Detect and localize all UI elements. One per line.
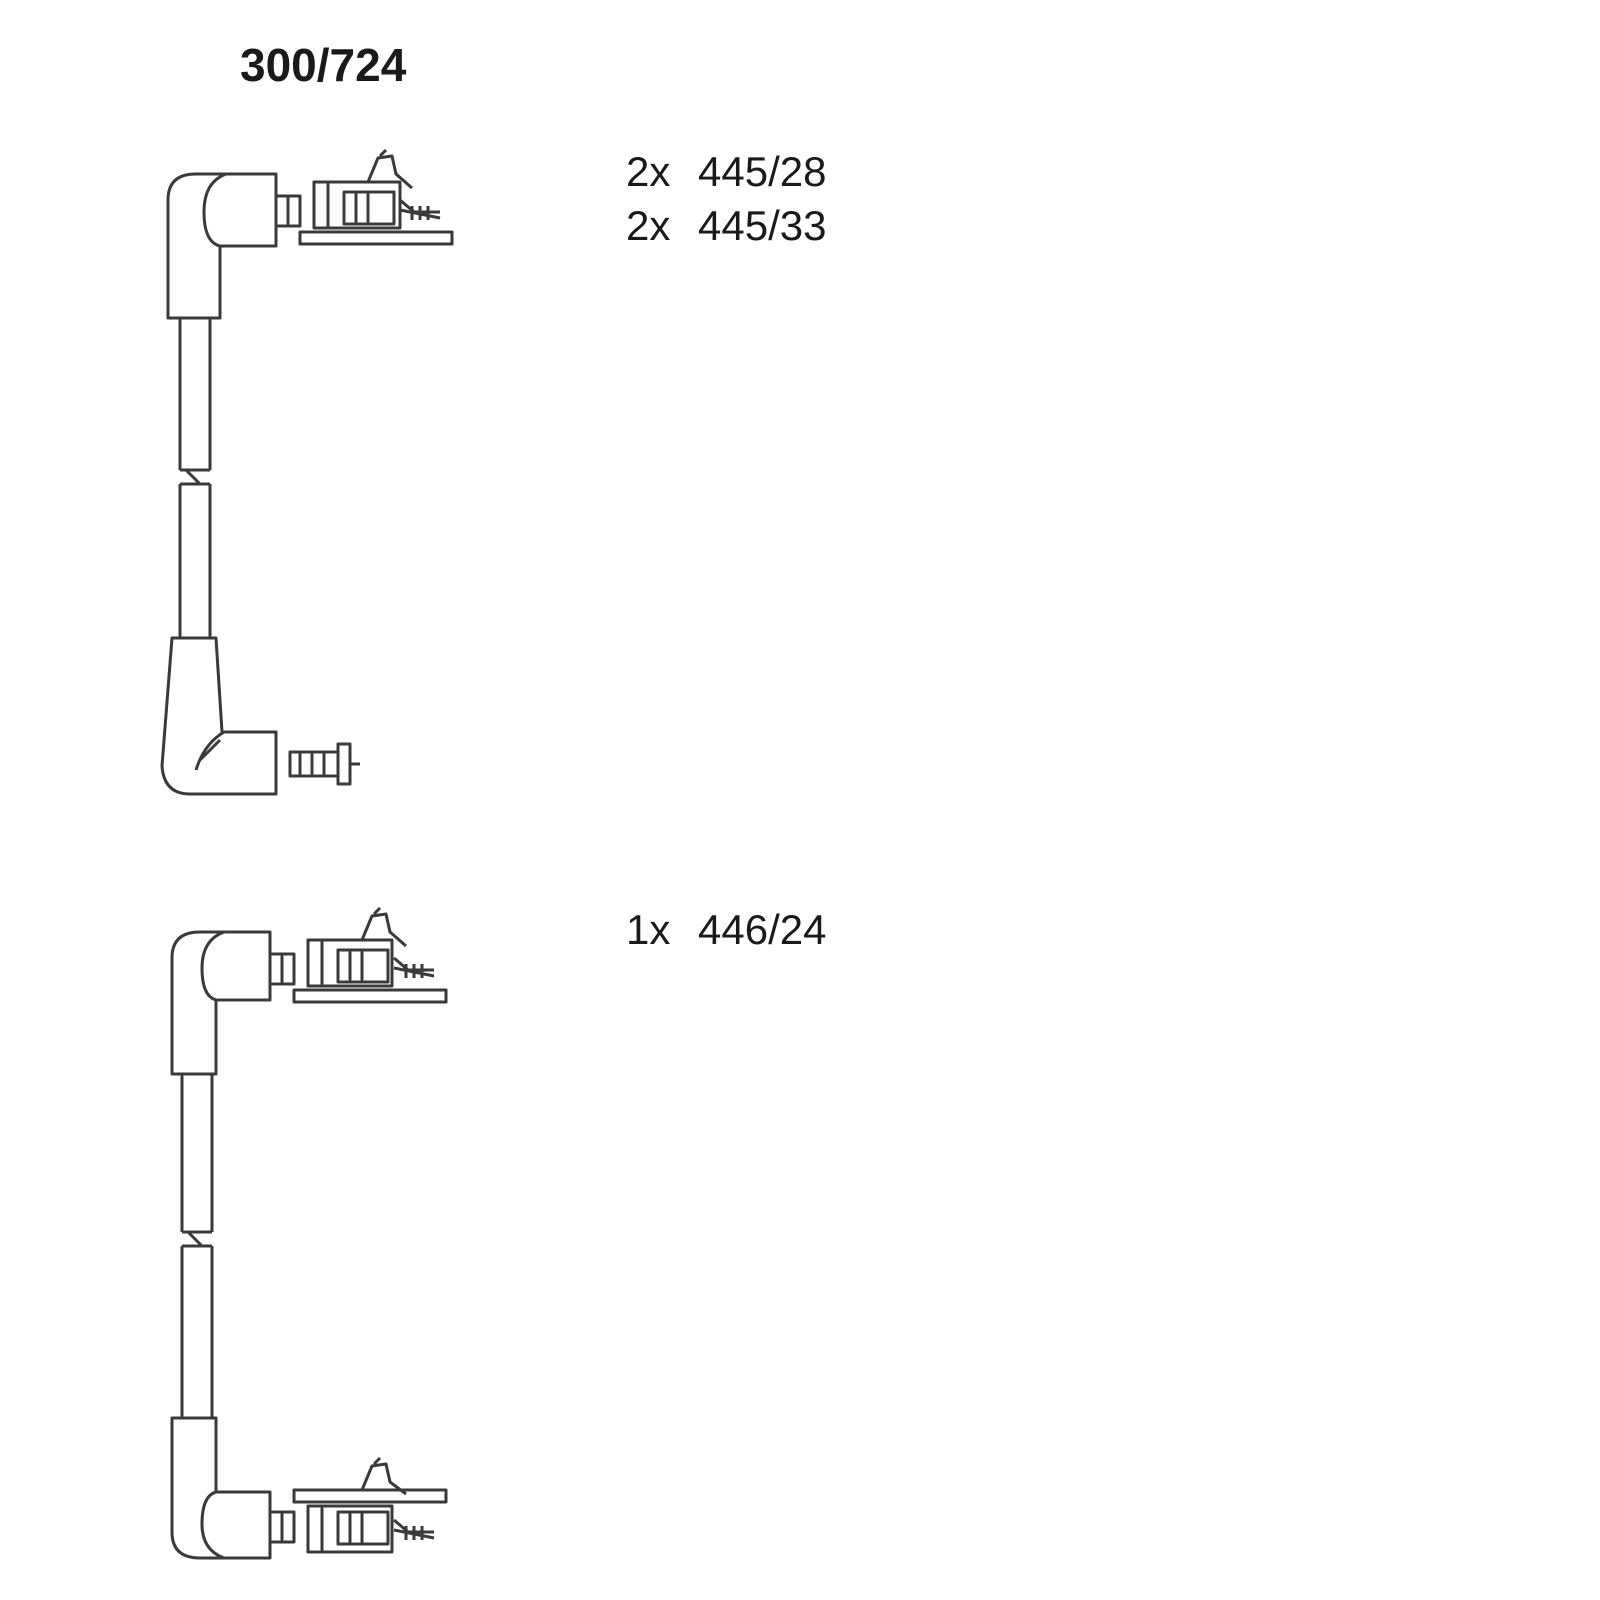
- part-number: 445/33: [698, 202, 827, 249]
- bottom-terminal-connector-2: [292, 1456, 448, 1554]
- part-quantity: 2x: [626, 148, 671, 195]
- part-row-1: 2x 445/28: [626, 148, 826, 196]
- cable-upper-segment: [178, 318, 212, 486]
- kit-number-title: 300/724: [240, 39, 407, 91]
- top-terminal-connector: [298, 148, 454, 246]
- part-quantity: 1x: [626, 906, 671, 953]
- part-quantity: 2x: [626, 202, 671, 249]
- cable-446: [170, 906, 448, 1560]
- bottom-angle-boot-2: [170, 1416, 296, 1560]
- part-row-3: 1x 446/24: [626, 906, 826, 954]
- cable-lower-segment-2: [180, 1244, 214, 1418]
- top-angle-boot: [166, 172, 302, 320]
- cable-445: [160, 148, 454, 796]
- cable-upper-segment-2: [180, 1074, 214, 1248]
- bottom-plug-boot: [160, 636, 360, 796]
- part-row-2: 2x 445/33: [626, 202, 826, 250]
- part-number: 446/24: [698, 906, 827, 953]
- top-terminal-connector-2: [292, 906, 448, 1004]
- part-number: 445/28: [698, 148, 827, 195]
- top-angle-boot-2: [170, 930, 296, 1076]
- cable-lower-segment: [178, 482, 212, 638]
